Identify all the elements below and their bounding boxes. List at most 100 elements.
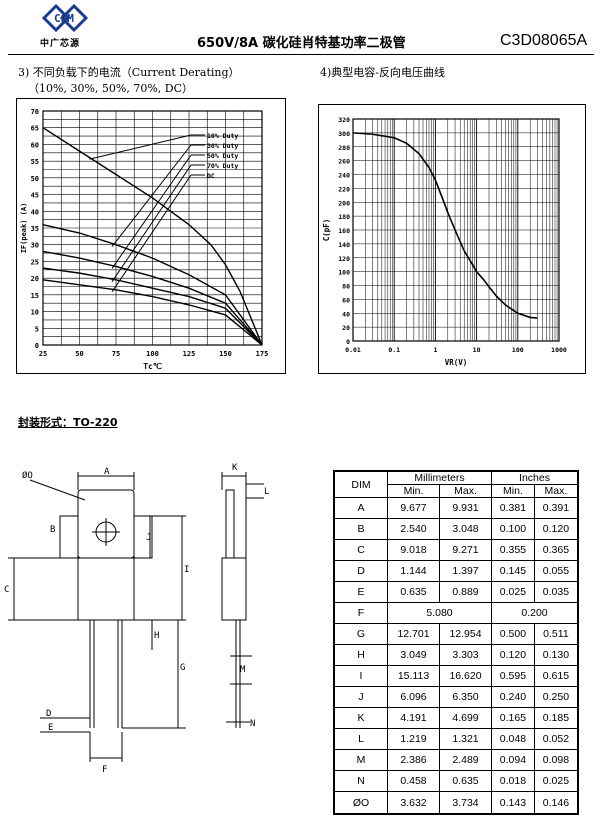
label-M: M [240, 665, 246, 675]
table-cell-dim: F [333, 602, 388, 625]
table-cell: 3.734 [439, 791, 493, 815]
table-cell: 1.397 [439, 560, 493, 583]
table-cell: 2.386 [386, 749, 441, 772]
label-H: H [154, 631, 159, 641]
header-divider [8, 54, 594, 55]
col-mm-max: Max. [439, 484, 493, 498]
body-outline [77, 557, 135, 621]
y-tick-label: 60 [342, 296, 350, 304]
table-cell: 4.191 [386, 707, 441, 730]
table-header-row: DIM Millimeters Inches [333, 470, 579, 498]
label-E: E [48, 723, 53, 733]
table-cell: 15.113 [386, 665, 441, 688]
legend-entry: 30% Duty [207, 142, 238, 150]
y-tick-label: 15 [31, 292, 39, 300]
y-tick-label: 40 [342, 310, 350, 318]
y-tick-label: 55 [31, 158, 39, 166]
table-cell: 0.130 [533, 644, 579, 667]
series-line [42, 223, 263, 346]
y-tick-label: 180 [338, 213, 350, 221]
legend-leader [111, 164, 192, 283]
capacitance-chart: 0204060801001201401601802002202402602803… [322, 116, 567, 367]
table-cell: 0.100 [491, 518, 535, 541]
label-K: K [232, 463, 238, 473]
label-A: A [104, 467, 110, 477]
x-tick-label: 25 [39, 350, 47, 358]
y-tick-label: 260 [338, 158, 350, 166]
label-O: ØO [22, 470, 33, 481]
table-cell: 0.025 [533, 770, 579, 793]
table-cell: 0.055 [533, 560, 579, 583]
package-label: 封装形式：TO-220 [18, 416, 118, 429]
series-line [42, 250, 263, 346]
table-cell: 4.699 [439, 707, 493, 730]
table-cell: 0.595 [491, 665, 535, 688]
table-cell: 0.018 [491, 770, 535, 793]
table-cell: 0.048 [491, 728, 535, 751]
table-cell-dim: L [333, 728, 388, 751]
x-tick-label: 175 [256, 350, 269, 358]
y-tick-label: 140 [338, 241, 350, 249]
table-cell-dim: A [333, 496, 388, 520]
table-cell-dim: N [333, 770, 388, 793]
x-tick-label: 1000 [551, 346, 567, 354]
x-tick-label: 10 [473, 346, 481, 354]
y-axis-label: C(pF) [322, 219, 331, 242]
label-I: I [184, 565, 189, 575]
table-cell: 0.500 [491, 623, 535, 646]
logo-text: 中广芯源 [40, 39, 81, 49]
y-tick-label: 5 [35, 325, 39, 333]
table-cell: 0.120 [491, 644, 535, 667]
table-cell: 0.240 [491, 686, 535, 709]
table-cell-dim: K [333, 707, 388, 730]
table-cell-dim: I [333, 665, 388, 688]
table-cell: 3.303 [439, 644, 493, 667]
col-in-min: Min. [491, 484, 535, 498]
section4-heading: 4)典型电容-反向电压曲线 [320, 66, 446, 79]
y-tick-label: 25 [31, 258, 39, 266]
label-G: G [180, 663, 185, 673]
table-cell: 0.098 [533, 749, 579, 772]
y-tick-label: 50 [31, 175, 39, 183]
table-cell: 0.635 [439, 770, 493, 793]
y-tick-label: 120 [338, 255, 350, 263]
plot-frame [42, 110, 263, 346]
table-cell: 0.889 [439, 581, 493, 604]
table-cell: 0.381 [491, 496, 535, 520]
label-D: D [46, 709, 51, 719]
legend-entry: DC [207, 172, 215, 180]
y-axis-label: IF(peak) (A) [20, 203, 28, 254]
y-tick-label: 60 [31, 141, 39, 149]
legend-entry: 10% Duty [207, 132, 238, 140]
table-cell-dim: E [333, 581, 388, 604]
col-in-max: Max. [533, 484, 579, 498]
col-dim: DIM [333, 470, 388, 498]
legend-entry: 50% Duty [207, 152, 238, 160]
label-C: C [4, 585, 9, 595]
y-tick-label: 280 [338, 144, 350, 152]
part-number: C3D08065A [500, 32, 588, 49]
table-cell: 0.185 [533, 707, 579, 730]
x-tick-label: 100 [512, 346, 524, 354]
table-cell: 0.615 [533, 665, 579, 688]
table-cell: 2.540 [386, 518, 441, 541]
table-cell: 6.096 [386, 686, 441, 709]
table-cell: 2.489 [439, 749, 493, 772]
x-tick-label: 125 [183, 350, 196, 358]
table-cell: 0.165 [491, 707, 535, 730]
label-J: J [146, 533, 151, 543]
label-L: L [264, 487, 269, 497]
y-tick-label: 200 [338, 199, 350, 207]
table-cell: 1.219 [386, 728, 441, 751]
doc-title: 650V/8A 碳化硅肖特基功率二极管 [197, 36, 406, 51]
label-N: N [250, 719, 255, 729]
y-tick-label: 160 [338, 227, 350, 235]
